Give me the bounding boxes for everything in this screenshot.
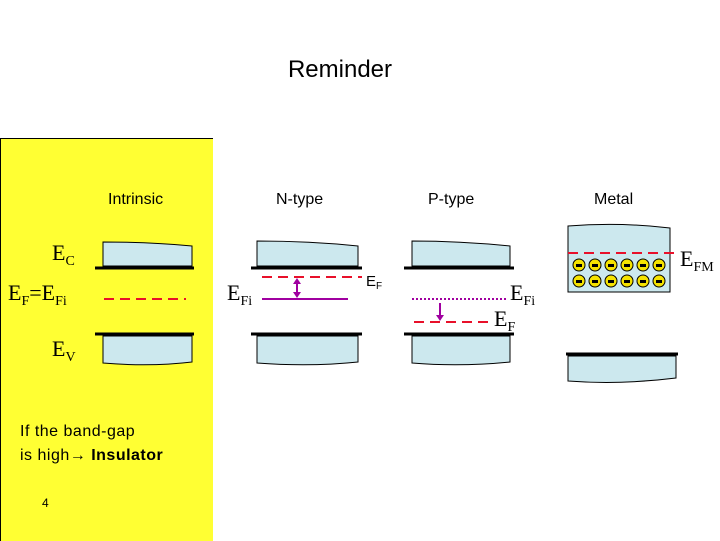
metal-electrons [572, 258, 666, 288]
page-number: 4 [42, 496, 49, 510]
heading-intrinsic: Intrinsic [108, 191, 164, 208]
page-title: Reminder [287, 56, 393, 83]
label-ec: EC [52, 240, 75, 269]
ptype-conduction-band [411, 240, 511, 267]
intrinsic-conduction-band [102, 241, 193, 267]
ntype-label-efi: EFi [227, 280, 253, 309]
note-line-1: If the band-gap [20, 423, 136, 440]
label-ev: EV [52, 336, 76, 365]
metal-electron-charges [576, 264, 662, 283]
note-line-2: is high→ Insulator [20, 447, 164, 464]
ptype-label-efi: EFi [510, 280, 536, 309]
ptype-valence-band [411, 335, 511, 366]
ntype-conduction-band [256, 240, 359, 267]
insulator-note: If the band-gap is high→ Insulator [20, 420, 163, 468]
intrinsic-valence-band [102, 335, 193, 366]
heading-n-type: N-type [276, 191, 324, 208]
metal-label-efm: EFM [680, 246, 714, 275]
ntype-valence-band [256, 335, 359, 366]
heading-p-type: P-type [428, 191, 475, 208]
heading-metal: Metal [594, 191, 634, 208]
ntype-label-ef: EF [366, 273, 383, 292]
ptype-label-ef: EF [494, 306, 516, 335]
metal-lower-band [567, 355, 677, 383]
label-ef-equals-efi: EF=EFi [8, 280, 67, 309]
arrow-right-icon: → [69, 447, 87, 464]
